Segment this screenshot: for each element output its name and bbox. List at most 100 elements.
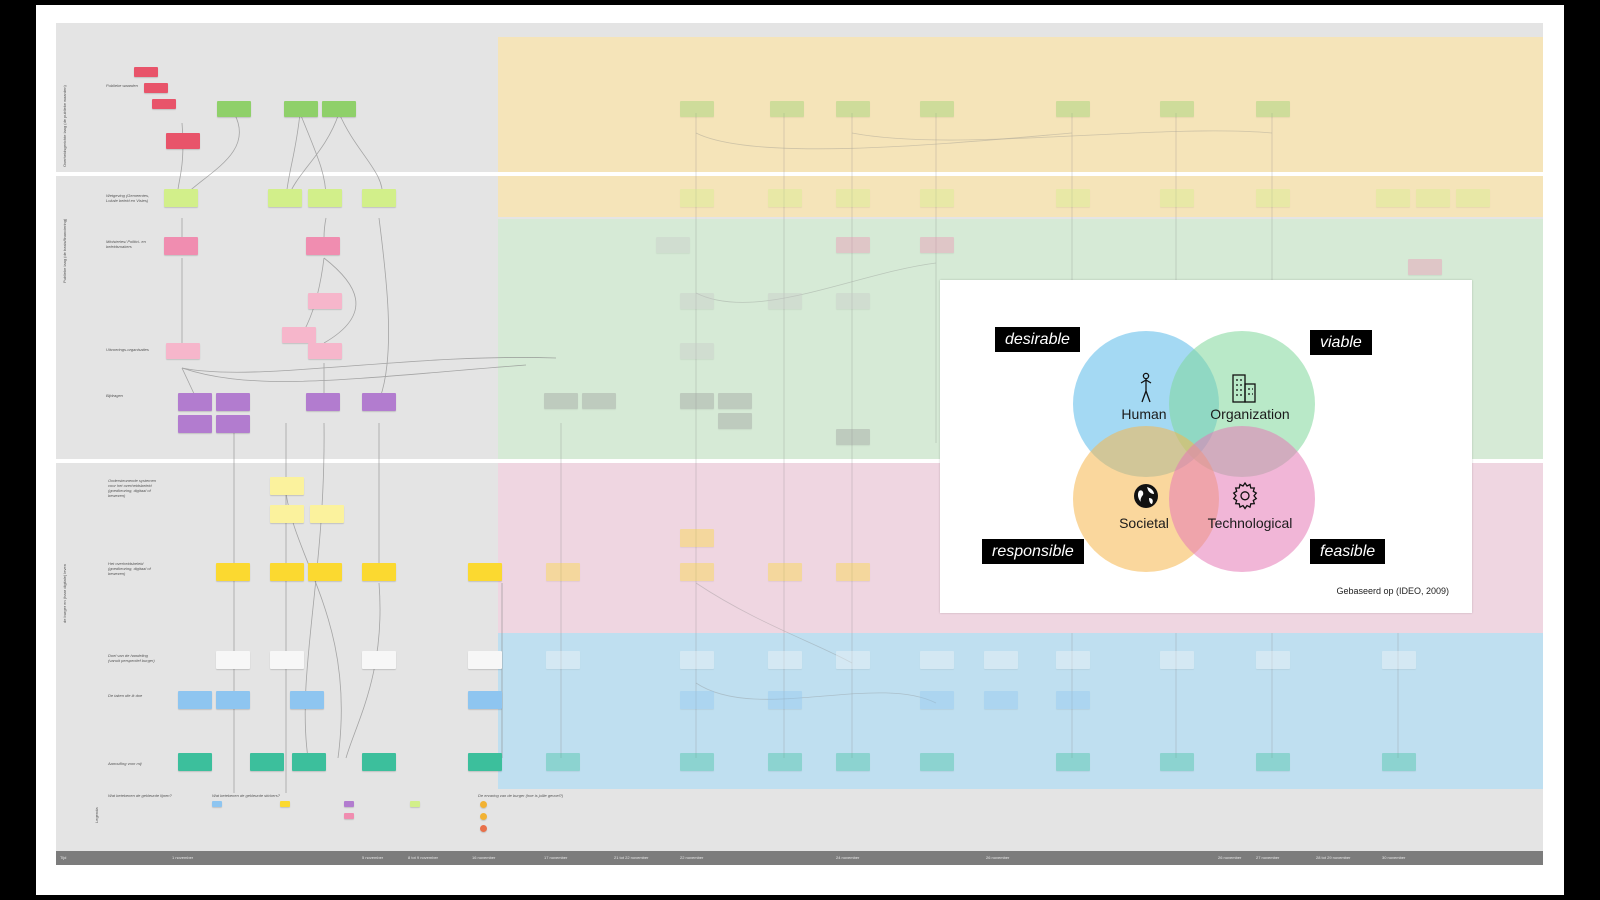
sticky-note[interactable] [984, 651, 1018, 669]
sticky-note[interactable] [308, 563, 342, 581]
sticky-note[interactable] [362, 189, 396, 207]
sticky-note[interactable] [468, 691, 502, 709]
sticky-note[interactable] [362, 651, 396, 669]
sticky-note[interactable] [546, 753, 580, 771]
sticky-note[interactable] [836, 651, 870, 669]
sticky-note[interactable] [836, 753, 870, 771]
sticky-note[interactable] [284, 101, 318, 117]
sticky-note[interactable] [178, 415, 212, 433]
sticky-note[interactable] [770, 101, 804, 117]
sticky-note[interactable] [270, 563, 304, 581]
sticky-note[interactable] [292, 753, 326, 771]
sticky-note[interactable] [920, 189, 954, 207]
sticky-note[interactable] [768, 691, 802, 709]
sticky-note[interactable] [920, 101, 954, 117]
sticky-note[interactable] [270, 651, 304, 669]
sticky-note[interactable] [310, 505, 344, 523]
sticky-note[interactable] [546, 651, 580, 669]
sticky-note[interactable] [836, 293, 870, 309]
sticky-note[interactable] [680, 189, 714, 207]
sticky-note[interactable] [546, 563, 580, 581]
sticky-note[interactable] [308, 189, 342, 207]
sticky-note[interactable] [290, 691, 324, 709]
sticky-note[interactable] [1456, 189, 1490, 207]
sticky-note[interactable] [836, 101, 870, 117]
sticky-note[interactable] [680, 651, 714, 669]
sticky-note[interactable] [1056, 691, 1090, 709]
sticky-note[interactable] [166, 343, 200, 359]
sticky-note[interactable] [250, 753, 284, 771]
sticky-note[interactable] [836, 563, 870, 581]
sticky-note[interactable] [680, 753, 714, 771]
sticky-note[interactable] [544, 393, 578, 409]
sticky-note[interactable] [1056, 189, 1090, 207]
sticky-note[interactable] [1376, 189, 1410, 207]
sticky-note[interactable] [768, 563, 802, 581]
sticky-note[interactable] [270, 505, 304, 523]
sticky-note[interactable] [216, 563, 250, 581]
sticky-note[interactable] [270, 477, 304, 495]
sticky-note[interactable] [1256, 101, 1290, 117]
sticky-note[interactable] [920, 691, 954, 709]
sticky-note[interactable] [1256, 651, 1290, 669]
sticky-note[interactable] [362, 393, 396, 411]
sticky-note[interactable] [768, 753, 802, 771]
sticky-note[interactable] [1408, 259, 1442, 275]
sticky-note[interactable] [468, 753, 502, 771]
sticky-note[interactable] [1160, 101, 1194, 117]
sticky-note[interactable] [268, 189, 302, 207]
sticky-note[interactable] [1160, 651, 1194, 669]
sticky-note[interactable] [680, 343, 714, 359]
sticky-note[interactable] [1160, 189, 1194, 207]
sticky-note[interactable] [216, 651, 250, 669]
sticky-note[interactable] [362, 753, 396, 771]
sticky-note[interactable] [680, 563, 714, 581]
sticky-note[interactable] [362, 563, 396, 581]
sticky-note[interactable] [164, 237, 198, 255]
sticky-note[interactable] [144, 83, 168, 93]
sticky-note[interactable] [1056, 753, 1090, 771]
sticky-note[interactable] [134, 67, 158, 77]
sticky-note[interactable] [1382, 651, 1416, 669]
sticky-note[interactable] [768, 651, 802, 669]
sticky-note[interactable] [680, 293, 714, 309]
sticky-note[interactable] [680, 393, 714, 409]
sticky-note[interactable] [680, 101, 714, 117]
sticky-note[interactable] [217, 101, 251, 117]
sticky-note[interactable] [306, 237, 340, 255]
sticky-note[interactable] [1160, 753, 1194, 771]
sticky-note[interactable] [1256, 189, 1290, 207]
sticky-note[interactable] [282, 327, 316, 343]
sticky-note[interactable] [216, 393, 250, 411]
sticky-note[interactable] [164, 189, 198, 207]
sticky-note[interactable] [216, 691, 250, 709]
sticky-note[interactable] [836, 189, 870, 207]
sticky-note[interactable] [308, 293, 342, 309]
sticky-note[interactable] [308, 343, 342, 359]
sticky-note[interactable] [216, 415, 250, 433]
sticky-note[interactable] [322, 101, 356, 117]
sticky-note[interactable] [680, 529, 714, 547]
sticky-note[interactable] [178, 753, 212, 771]
sticky-note[interactable] [920, 237, 954, 253]
sticky-note[interactable] [1056, 101, 1090, 117]
sticky-note[interactable] [920, 753, 954, 771]
sticky-note[interactable] [166, 133, 200, 149]
sticky-note[interactable] [306, 393, 340, 411]
sticky-note[interactable] [582, 393, 616, 409]
sticky-note[interactable] [768, 293, 802, 309]
sticky-note[interactable] [468, 563, 502, 581]
sticky-note[interactable] [768, 189, 802, 207]
sticky-note[interactable] [836, 237, 870, 253]
sticky-note[interactable] [656, 237, 690, 253]
sticky-note[interactable] [1056, 651, 1090, 669]
sticky-note[interactable] [984, 691, 1018, 709]
sticky-note[interactable] [178, 393, 212, 411]
sticky-note[interactable] [152, 99, 176, 109]
sticky-note[interactable] [1382, 753, 1416, 771]
sticky-note[interactable] [718, 413, 752, 429]
sticky-note[interactable] [920, 651, 954, 669]
sticky-note[interactable] [836, 429, 870, 445]
sticky-note[interactable] [680, 691, 714, 709]
sticky-note[interactable] [1256, 753, 1290, 771]
